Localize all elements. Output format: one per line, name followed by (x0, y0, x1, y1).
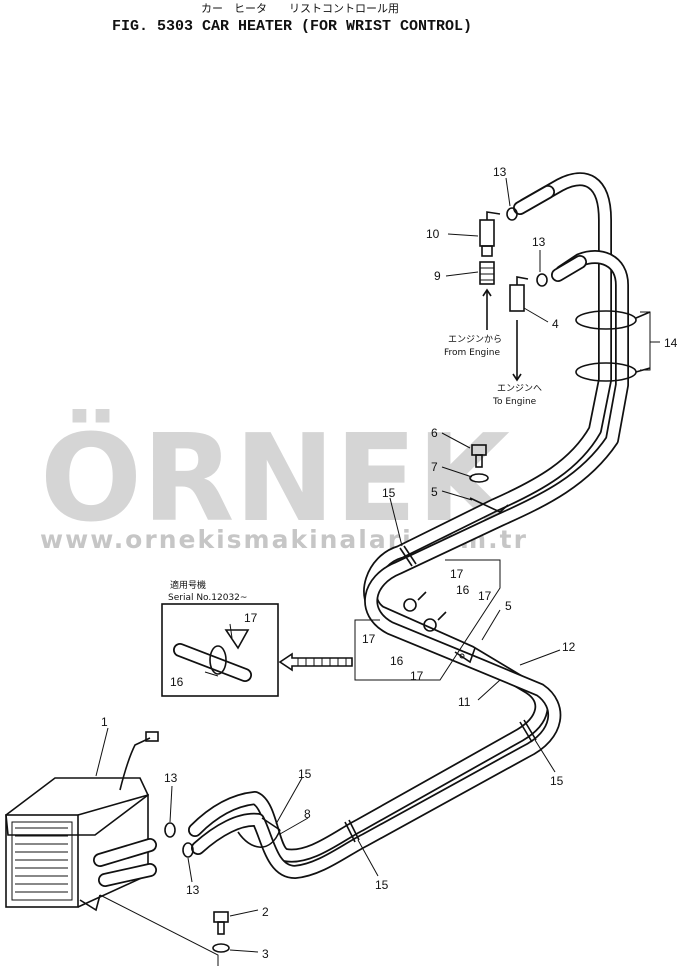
band-clamp-15 (261, 545, 537, 843)
water-valve-4 (509, 276, 529, 382)
callout-5-lower: 5 (505, 599, 512, 613)
heater-unit-1 (5, 731, 159, 912)
callout-16-a: 16 (456, 583, 470, 597)
washer-3 (212, 943, 230, 953)
callout-16-b: 16 (390, 654, 404, 668)
callout-2: 2 (262, 905, 269, 919)
clip-cluster-16-17 (403, 591, 447, 632)
callout-17-b: 17 (478, 589, 492, 603)
clamp-5 (454, 497, 509, 664)
detail-bracket (354, 559, 501, 681)
callout-7: 7 (431, 460, 438, 474)
callout-9: 9 (434, 269, 441, 283)
clamp-14 (575, 310, 651, 382)
callout-17-d: 17 (410, 669, 424, 683)
serial-inset (161, 603, 279, 697)
upper-hoses (506, 185, 587, 287)
callout-13-mid: 13 (532, 235, 546, 249)
serial-en: Serial No.12032~ (168, 593, 247, 603)
bolt-2 (213, 911, 229, 935)
figure-subtitle: カー ヒータ リストコントロール用 (201, 2, 399, 15)
callout-17-c: 17 (362, 632, 376, 646)
heater-pipe-11 (191, 250, 629, 879)
callout-14: 14 (664, 336, 678, 350)
watermark-brand: ÖRNEK (40, 409, 514, 549)
lower-hoses (164, 822, 281, 858)
callout-12: 12 (562, 640, 576, 654)
callout-13-lower-a: 13 (164, 771, 178, 785)
callout-16-inset: 16 (170, 675, 184, 689)
callout-5-upper: 5 (431, 485, 438, 499)
callout-3: 3 (262, 947, 269, 961)
from-engine-jp: エンジンから (448, 334, 502, 345)
callout-10: 10 (426, 227, 440, 241)
callout-13-top: 13 (493, 165, 507, 179)
from-engine-en: From Engine (444, 348, 500, 358)
callout-13-lower-b: 13 (186, 883, 200, 897)
callout-4: 4 (552, 317, 559, 331)
callout-17-inset: 17 (244, 611, 258, 625)
callout-8: 8 (304, 807, 311, 821)
connector-9 (479, 261, 495, 330)
callout-1: 1 (101, 715, 108, 729)
callout-15-lower-a: 15 (298, 767, 312, 781)
callout-6: 6 (431, 426, 438, 440)
callout-17-a: 17 (450, 567, 464, 581)
callout-15-right: 15 (550, 774, 564, 788)
callout-15-lower-b: 15 (375, 878, 389, 892)
washer-7 (469, 473, 489, 483)
callout-11: 11 (458, 695, 471, 709)
to-engine-jp: エンジンへ (497, 384, 542, 394)
bolt-6 (471, 444, 487, 468)
serial-jp: 適用号機 (170, 579, 206, 591)
leader-lines (95, 177, 660, 966)
callout-15-upper: 15 (382, 486, 396, 500)
water-valve-10 (479, 211, 501, 257)
to-engine-en: To Engine (492, 397, 537, 407)
inset-arrow (278, 652, 353, 672)
figure-title: FIG. 5303 CAR HEATER (FOR WRIST CONTROL) (112, 18, 472, 35)
